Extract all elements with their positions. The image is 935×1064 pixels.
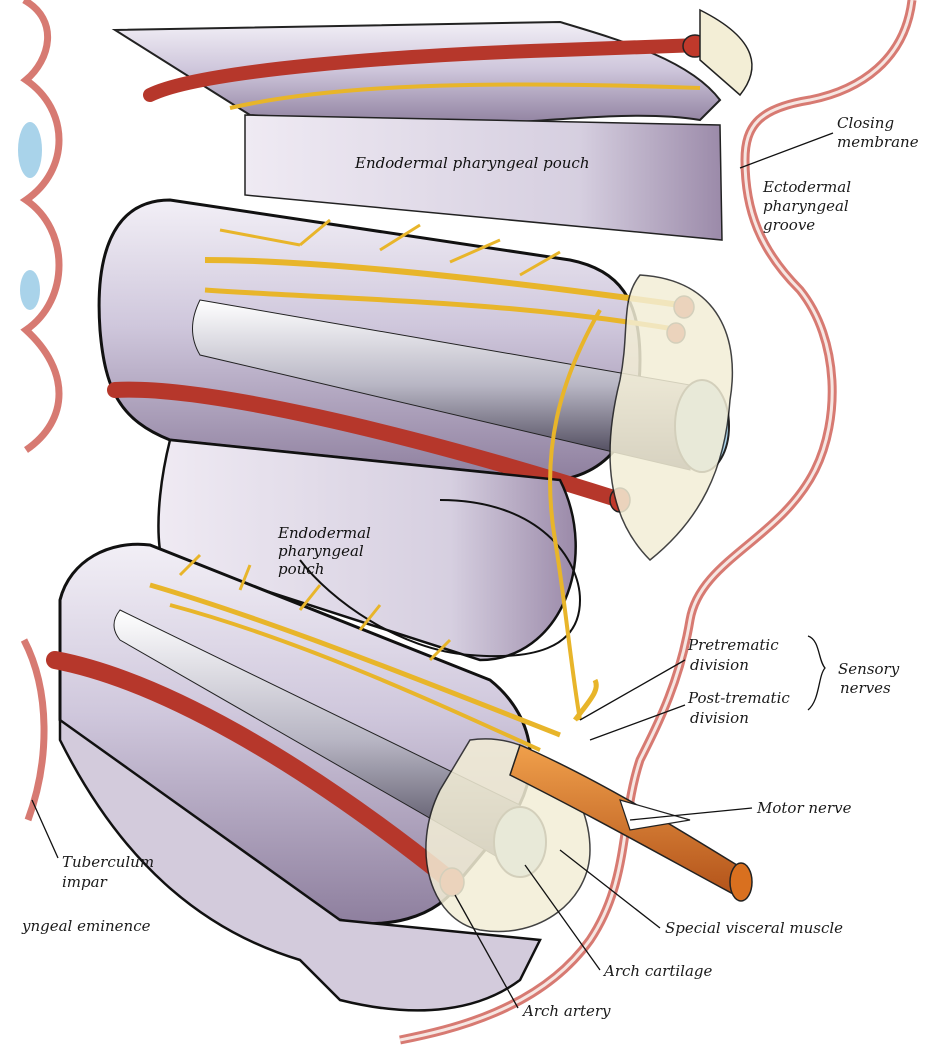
svg-text:groove: groove — [763, 216, 815, 234]
closing-membrane-label: Closing membrane — [837, 114, 919, 151]
svg-text:Ectodermal: Ectodermal — [762, 178, 851, 196]
posttrematic-label: Post-trematic division — [687, 689, 790, 727]
left-cartilage-section — [18, 122, 42, 178]
svg-text:pharyngeal: pharyngeal — [763, 197, 849, 215]
arch-artery-label: Arch artery — [521, 1002, 611, 1020]
svg-text:Pretrematic: Pretrematic — [687, 636, 779, 654]
svg-text:division: division — [690, 709, 749, 727]
svg-text:Post-trematic: Post-trematic — [687, 689, 790, 707]
left-adjacent-structures — [18, 0, 59, 820]
svg-text:Endodermal: Endodermal — [277, 524, 371, 542]
svg-text:division: division — [690, 656, 749, 674]
svg-text:nerves: nerves — [840, 679, 891, 697]
svg-text:Tuberculum: Tuberculum — [62, 853, 154, 871]
tuberculum-impar-label: Tuberculum impar — [62, 853, 154, 891]
svg-text:Closing: Closing — [837, 114, 894, 132]
ectodermal-groove-label: Ectodermal pharyngeal groove — [762, 178, 851, 234]
svg-text:pouch: pouch — [278, 560, 324, 578]
tuberculum-impar-leader — [32, 800, 58, 858]
svg-text:membrane: membrane — [837, 133, 919, 151]
arch-cartilage-label: Arch cartilage — [602, 962, 713, 980]
closing-membrane-leader — [740, 133, 833, 168]
svg-text:Sensory: Sensory — [838, 660, 900, 678]
motor-nerve-label: Motor nerve — [756, 799, 852, 817]
endodermal-pouch-label-top: Endodermal pharyngeal pouch — [354, 154, 589, 172]
left-cartilage-section-2 — [20, 270, 40, 310]
svg-text:pharyngeal: pharyngeal — [278, 542, 364, 560]
posttrematic-leader — [590, 705, 685, 740]
top-arch — [115, 10, 752, 126]
sensory-brace — [808, 636, 825, 710]
svg-text:impar: impar — [62, 873, 108, 891]
special-visceral-muscle-label: Special visceral muscle — [665, 919, 843, 937]
pretrematic-label: Pretrematic division — [687, 636, 779, 674]
sensory-nerves-label: Sensory nerves — [838, 660, 900, 697]
pharyngeal-eminence-label: yngeal eminence — [21, 917, 151, 935]
